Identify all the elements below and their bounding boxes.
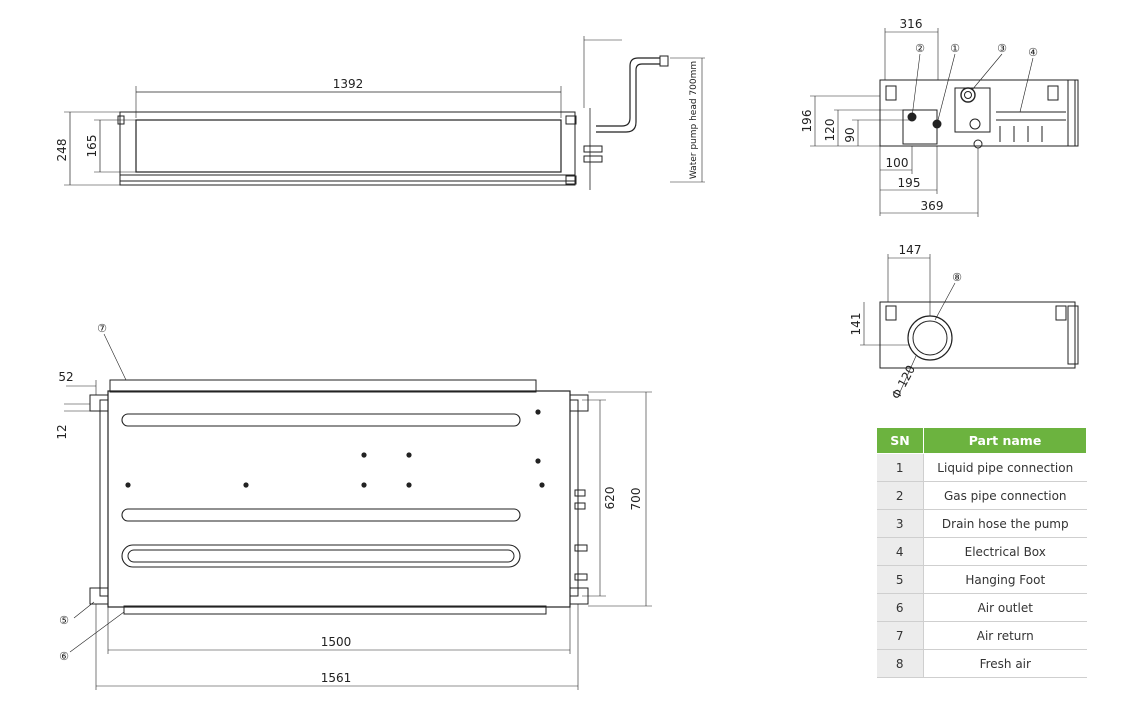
dim-700: 700: [629, 488, 643, 511]
dim-52: 52: [58, 370, 73, 384]
marker-1: ①: [950, 42, 960, 55]
row-part-name: Liquid pipe connection: [923, 453, 1087, 482]
dim-248: 248: [55, 139, 69, 162]
dim-120: 120: [823, 119, 837, 142]
row-sn: 4: [876, 537, 924, 566]
plan-view-body: [107, 390, 571, 608]
dim-141: 141: [849, 313, 863, 336]
row-part-name: Air outlet: [923, 593, 1087, 622]
dim-1392: 1392: [333, 77, 364, 91]
dim-1500: 1500: [321, 635, 352, 649]
dim-165: 165: [85, 135, 99, 158]
fresh-air-port: [907, 315, 953, 361]
row-sn: 5: [876, 565, 924, 594]
end-view-top-body: [879, 79, 1076, 147]
row-part-name: Hanging Foot: [923, 565, 1087, 594]
dim-12: 12: [55, 424, 69, 439]
dim-195: 195: [898, 176, 921, 190]
marker-6: ⑥: [59, 650, 69, 663]
side-view: [64, 36, 705, 190]
slot-top: [121, 413, 521, 427]
dim-90: 90: [843, 127, 857, 142]
plan-view: [64, 333, 652, 690]
header-part-name: Part name: [923, 427, 1087, 454]
marker-8: ⑧: [952, 271, 962, 284]
row-part-name: Drain hose the pump: [923, 509, 1087, 538]
end-view-top: [810, 28, 1079, 217]
slot-middle: [121, 508, 521, 522]
row-sn: 6: [876, 593, 924, 622]
parts-table-header: SN Part name: [876, 427, 1087, 454]
slot-bottom: [121, 544, 521, 568]
end-view-bottom: [860, 254, 1079, 393]
plan-view-bolts: [125, 409, 545, 488]
end-view-bottom-body: [879, 301, 1076, 369]
dim-196: 196: [800, 110, 814, 133]
marker-2: ②: [915, 42, 925, 55]
dim-316: 316: [900, 17, 923, 31]
row-part-name: Gas pipe connection: [923, 481, 1087, 510]
row-part-name: Fresh air: [923, 649, 1087, 678]
marker-3: ③: [997, 42, 1007, 55]
dim-147: 147: [899, 243, 922, 257]
row-sn: 2: [876, 481, 924, 510]
marker-7: ⑦: [97, 322, 107, 335]
pump-pipe: [596, 57, 660, 127]
side-view-outlet: [135, 119, 562, 173]
dim-100: 100: [886, 156, 909, 170]
header-sn: SN: [876, 427, 924, 454]
marker-5: ⑤: [59, 614, 69, 627]
dim-369: 369: [921, 199, 944, 213]
dim-dia-120: Φ 120: [889, 363, 918, 402]
row-sn: 3: [876, 509, 924, 538]
row-sn: 7: [876, 621, 924, 650]
row-part-name: Electrical Box: [923, 537, 1087, 566]
dim-620: 620: [603, 487, 617, 510]
row-part-name: Air return: [923, 621, 1087, 650]
row-sn: 8: [876, 649, 924, 678]
marker-4: ④: [1028, 46, 1038, 59]
row-sn: 1: [876, 453, 924, 482]
side-view-body: [119, 111, 576, 186]
dim-1561: 1561: [321, 671, 352, 685]
pump-head-note: Water pump head 700mm: [689, 61, 699, 179]
